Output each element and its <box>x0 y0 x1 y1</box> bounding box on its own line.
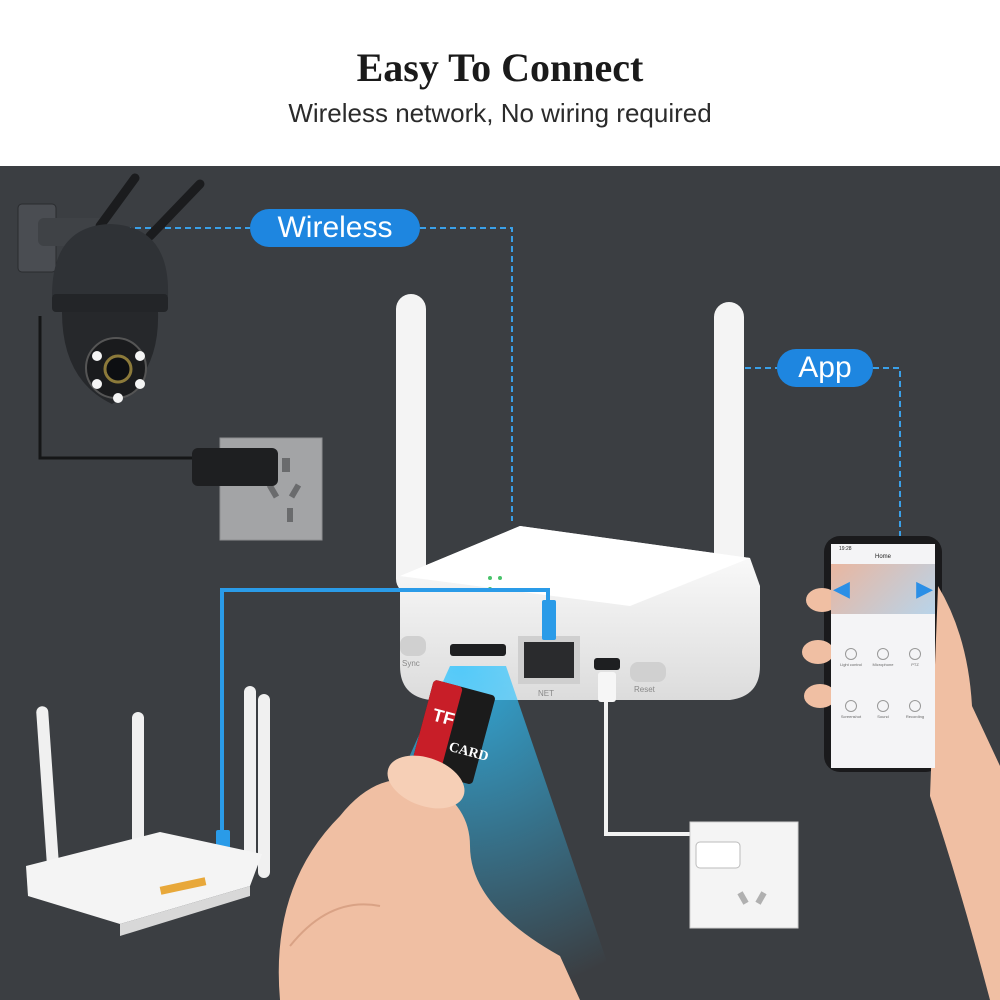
camera-power-cable <box>38 316 200 460</box>
phone-status-time: 19:28 <box>839 546 852 552</box>
light-control-button[interactable]: Light control <box>835 640 867 692</box>
arrow-left-icon[interactable]: ◀ <box>833 576 850 601</box>
sync-label: Sync <box>402 659 420 668</box>
light-icon <box>845 648 857 660</box>
page-title: Easy To Connect <box>356 45 644 90</box>
wall-socket-icon <box>689 821 799 929</box>
wireless-label: Wireless <box>250 209 420 247</box>
recording-button[interactable]: Recording <box>899 692 931 744</box>
speaker-icon <box>877 700 889 712</box>
app-label: App <box>777 349 873 387</box>
hub-antenna-right <box>714 302 744 602</box>
hub-usb-cable <box>604 686 710 836</box>
microphone-icon <box>877 648 889 660</box>
wireless-dashed-line <box>125 227 513 521</box>
camera-icon <box>845 700 857 712</box>
tf-card-icon: TF CARD <box>411 680 495 784</box>
ptz-icon <box>909 648 921 660</box>
connection-scene: Sync NET Reset <box>0 166 1000 1000</box>
header: Easy To Connect Wireless network, No wir… <box>0 0 1000 166</box>
arrow-right-icon[interactable]: ▶ <box>916 576 933 601</box>
hand-icon <box>278 755 580 1000</box>
ptz-button[interactable]: PTZ <box>899 640 931 692</box>
hub-antenna-left <box>396 294 426 594</box>
phone-screen-title: Home <box>874 554 891 560</box>
page-subtitle: Wireless network, No wiring required <box>288 98 712 128</box>
ptz-camera-icon <box>17 173 205 404</box>
screenshot-button[interactable]: Screenshot <box>835 692 867 744</box>
hand-icon <box>802 586 1000 1000</box>
microphone-button[interactable]: Microphone <box>867 640 899 692</box>
app-dashed-line <box>745 367 901 538</box>
wifi-router-icon <box>26 686 270 936</box>
record-icon <box>909 700 921 712</box>
net-label: NET <box>538 689 554 698</box>
reset-label: Reset <box>634 685 656 694</box>
nvr-hub-icon: Sync NET Reset <box>400 526 760 700</box>
wall-socket-icon <box>192 437 323 541</box>
sound-button[interactable]: Sound <box>867 692 899 744</box>
camera-live-view[interactable] <box>831 564 935 614</box>
